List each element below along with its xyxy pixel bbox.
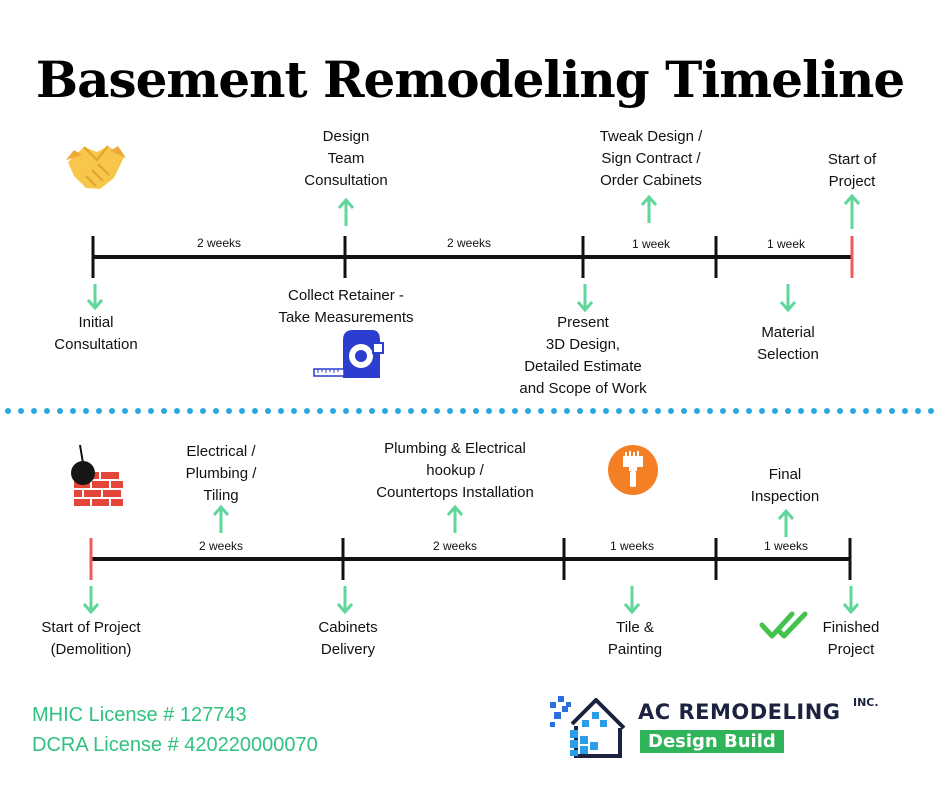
company-logo: AC REMODELING INC. Design Build (548, 692, 888, 762)
milestone-start-of-project: Start of Project (827, 151, 877, 190)
milestone-plumbing-hookup-countertops: Plumbing & Electrical hookup / Counterto… (376, 440, 534, 501)
phase1-timeline (91, 236, 854, 278)
arrow-down-icon (82, 586, 100, 615)
duration-label: 2 weeks (446, 236, 492, 250)
milestone-cabinets-delivery: Cabinets Delivery (318, 619, 378, 658)
logo-inc-suffix: INC. (853, 696, 879, 709)
logo-tagline: Design Build (640, 730, 784, 753)
dcra-license: DCRA License # 420220000070 (32, 734, 318, 756)
arrow-up-icon (843, 193, 861, 229)
arrow-up-icon (640, 194, 658, 223)
duration-label: 1 week (631, 237, 671, 251)
arrow-up-icon (337, 197, 355, 226)
phase2-timeline (89, 538, 852, 580)
logo-company-name: AC REMODELING (638, 700, 841, 724)
milestone-design-team-consultation: Design Team Consultation (304, 128, 388, 189)
arrow-down-icon (779, 284, 797, 313)
arrow-up-icon (446, 504, 464, 533)
tape-measure-icon (313, 330, 384, 378)
milestone-finished-project: Finished Project (822, 619, 880, 658)
double-check-icon (759, 611, 808, 639)
arrow-down-icon (576, 284, 594, 313)
page-title: Basement Remodeling Timeline (35, 50, 905, 109)
arrow-down-icon (623, 586, 641, 615)
milestone-tweak-design: Tweak Design / Sign Contract / Order Cab… (599, 128, 703, 189)
duration-label: 2 weeks (198, 539, 244, 553)
arrow-down-icon (336, 586, 354, 615)
phase1-arrows (86, 193, 861, 313)
milestone-collect-retainer: Collect Retainer - Take Measurements (278, 287, 414, 326)
handshake-icon (66, 145, 126, 189)
milestone-start-demolition: Start of Project (Demolition) (41, 619, 141, 658)
arrow-down-icon (86, 284, 104, 311)
milestone-tile-painting: Tile & Painting (607, 619, 663, 658)
duration-label: 1 weeks (763, 539, 809, 553)
wrecking-ball-icon (71, 444, 123, 506)
duration-label: 2 weeks (196, 236, 242, 250)
arrow-up-icon (212, 504, 230, 533)
duration-label: 2 weeks (432, 539, 478, 553)
milestone-initial-consultation: Initial Consultation (54, 314, 138, 353)
milestone-present-3d-design: Present 3D Design, Detailed Estimate and… (519, 314, 647, 397)
phase2-arrows (82, 504, 860, 615)
duration-label: 1 week (766, 237, 806, 251)
house-logo-icon (550, 696, 626, 758)
arrow-up-icon (777, 508, 795, 537)
paint-brush-icon (608, 445, 658, 495)
duration-label: 1 weeks (609, 539, 655, 553)
mhic-license: MHIC License # 127743 (32, 704, 247, 726)
arrow-down-icon (842, 586, 860, 615)
milestone-material-selection: Material Selection (757, 324, 819, 363)
milestone-electrical-plumbing-tiling: Electrical / Plumbing / Tiling (185, 443, 257, 504)
milestone-final-inspection: Final Inspection (750, 466, 820, 505)
